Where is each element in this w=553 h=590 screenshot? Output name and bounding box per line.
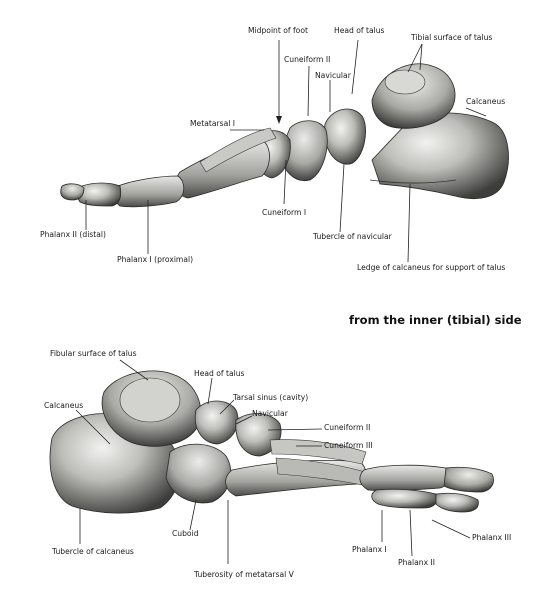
label-navicular-bottom: Navicular — [252, 409, 288, 418]
label-calcaneus-top: Calcaneus — [466, 97, 506, 106]
label-tubercle-of-navicular: Tubercle of navicular — [313, 232, 392, 241]
label-cuboid: Cuboid — [172, 529, 199, 538]
label-head-of-talus-bottom: Head of talus — [194, 369, 245, 378]
label-navicular-top: Navicular — [315, 71, 351, 80]
label-tarsal-sinus: Tarsal sinus (cavity) — [233, 393, 309, 402]
view-caption: from the inner (tibial) side — [349, 313, 522, 327]
label-phalanx-ii-bottom: Phalanx II — [398, 558, 436, 567]
bottom-leader-lines — [75, 359, 471, 564]
label-ledge-of-calcaneus: Ledge of calcaneus for support of talus — [357, 263, 506, 272]
bottom-foot-illustration — [49, 370, 494, 514]
label-calcaneus-bottom: Calcaneus — [44, 401, 84, 410]
label-head-of-talus-top: Head of talus — [334, 26, 385, 35]
label-phalanx-iii: Phalanx III — [472, 533, 512, 542]
label-phalanx-ii-distal: Phalanx II (distal) — [40, 230, 106, 239]
label-cuneiform-ii-top: Cuneiform II — [284, 55, 331, 64]
label-cuneiform-i: Cuneiform I — [262, 208, 307, 217]
label-fibular-surface-of-talus: Fibular surface of talus — [50, 349, 137, 358]
label-phalanx-i-bottom: Phalanx I — [352, 545, 387, 554]
label-phalanx-i-proximal: Phalanx I (proximal) — [117, 255, 194, 264]
label-metatarsal-i: Metatarsal I — [190, 119, 235, 128]
label-midpoint-of-foot: Midpoint of foot — [248, 26, 308, 35]
label-tuberosity-of-metatarsal-v: Tuberosity of metatarsal V — [194, 570, 294, 579]
label-tubercle-of-calcaneus: Tubercle of calcaneus — [52, 547, 134, 556]
top-leader-lines — [85, 39, 487, 263]
top-foot-illustration — [60, 63, 509, 208]
label-cuneiform-ii-bottom: Cuneiform II — [324, 423, 371, 432]
label-tibial-surface-of-talus: Tibial surface of talus — [411, 33, 493, 42]
label-cuneiform-iii: Cuneiform III — [324, 441, 373, 450]
